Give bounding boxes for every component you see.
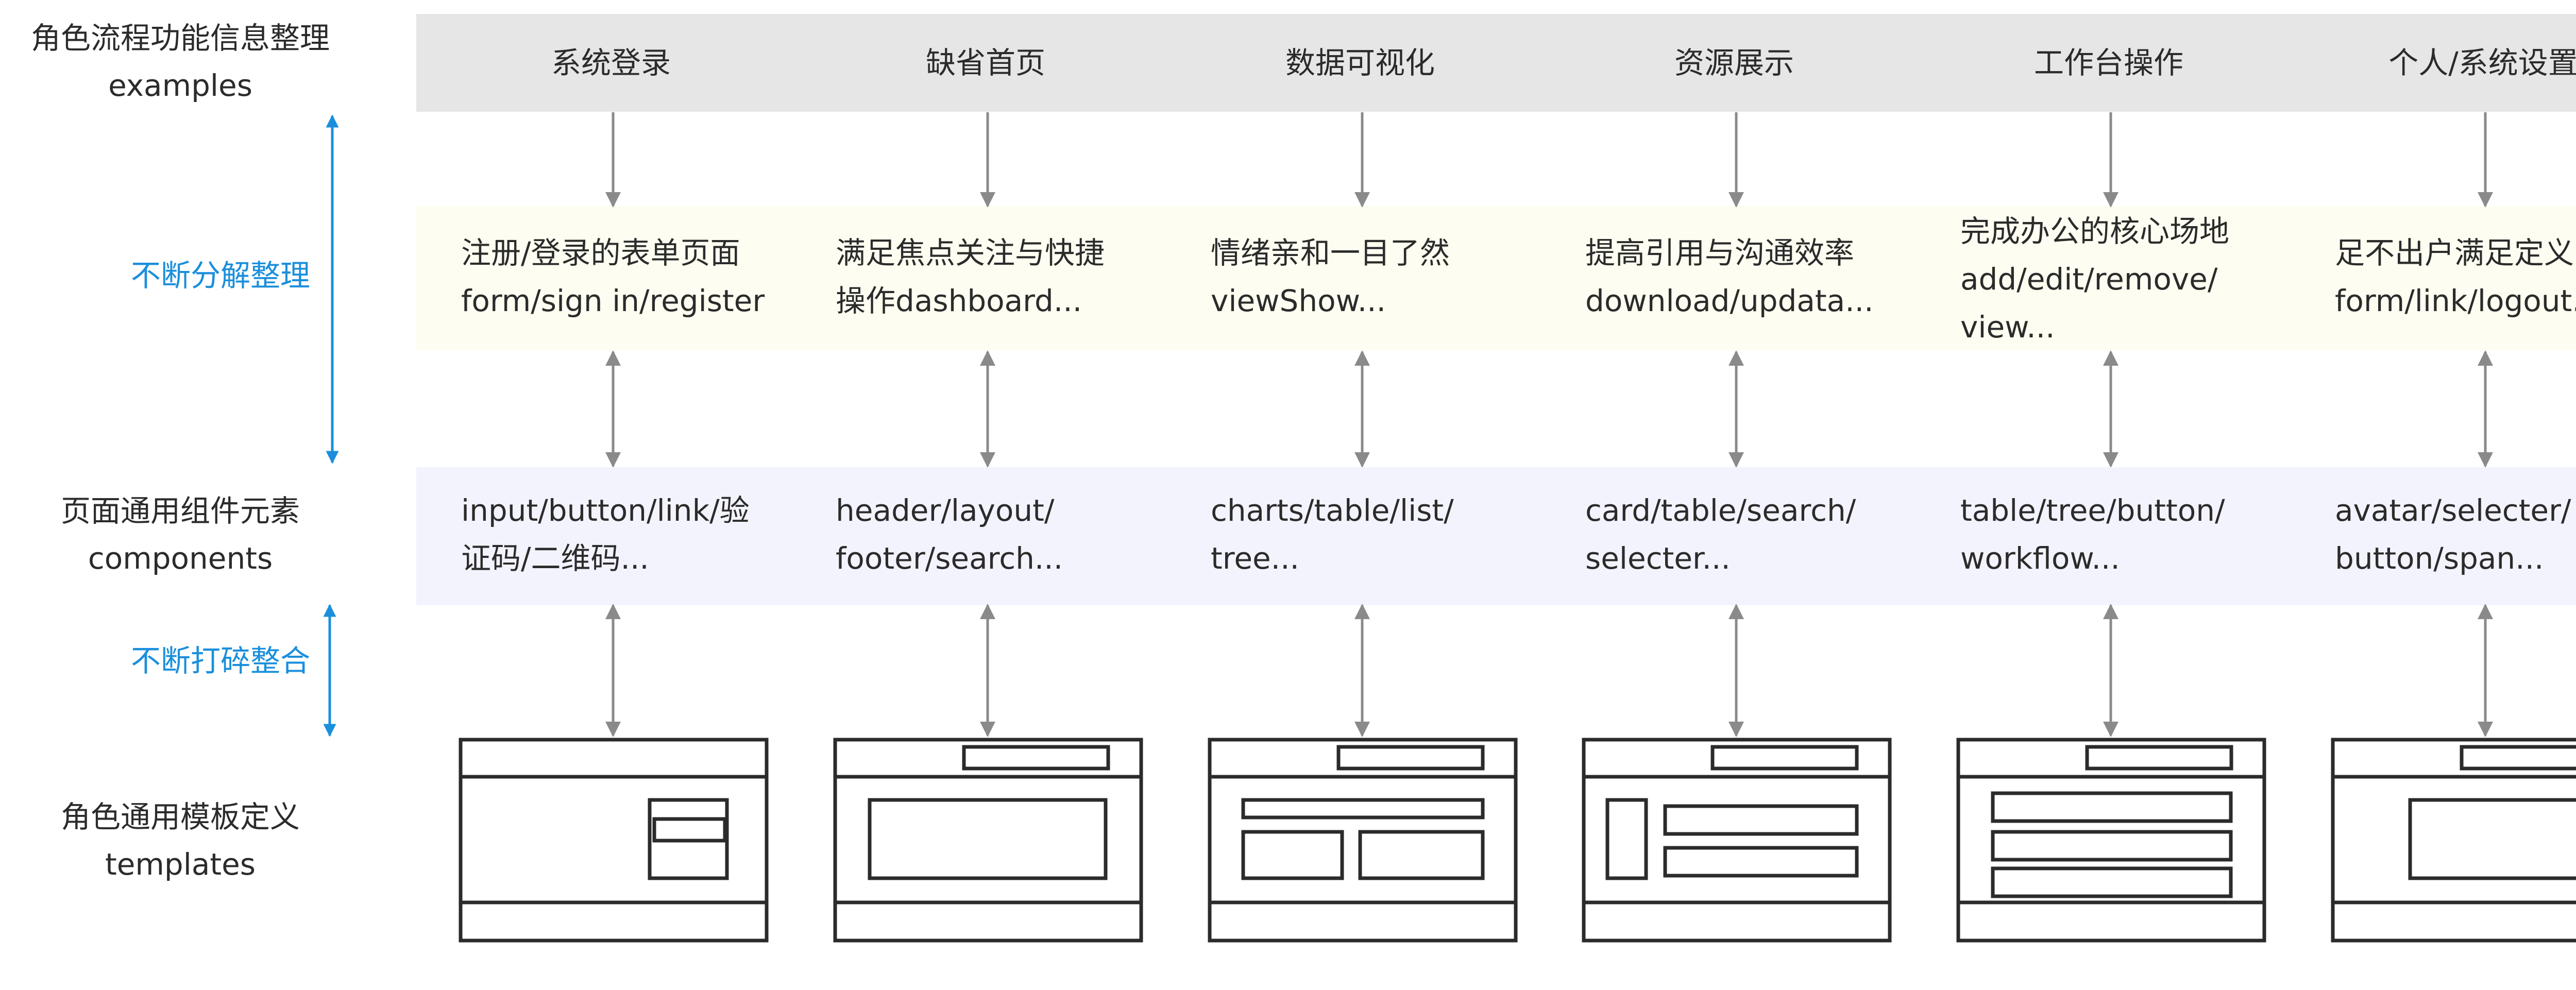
template-dashboard-wireframe	[833, 738, 1143, 943]
row-label-components: 页面通用组件元素 components	[60, 493, 300, 576]
components-text: input/button/link/验 证码/二维码...	[461, 493, 750, 576]
components-text: table/tree/button/ workflow...	[1960, 493, 2225, 576]
purpose-text: 情绪亲和一目了然 viewShow...	[1211, 235, 1450, 318]
components-text: avatar/selecter/ button/span...	[2335, 493, 2571, 576]
row-label-templates: 角色通用模板定义 templates	[60, 799, 300, 882]
column-title: 资源展示	[1674, 45, 1794, 80]
purpose-text: 注册/登录的表单页面 form/sign in/register	[461, 235, 765, 318]
purpose-text: 足不出户满足定义 form/link/logout...	[2335, 235, 2576, 318]
components-text: card/table/search/ selecter...	[1585, 493, 1856, 576]
process-label-integrate: 不断打碎整合	[130, 643, 310, 678]
template-workbench-wireframe	[1956, 738, 2266, 943]
purpose-text: 完成办公的核心场地 add/edit/remove/ view...	[1960, 214, 2230, 345]
components-row-band	[416, 467, 2576, 605]
purpose-text: 提高引用与沟通效率 download/updata...	[1585, 235, 1874, 318]
template-resource-wireframe	[1582, 738, 1892, 943]
process-label-decompose: 不断分解整理	[130, 258, 310, 293]
column-title: 缺省首页	[925, 45, 1045, 80]
template-login-wireframe	[459, 738, 769, 943]
components-text: charts/table/list/ tree...	[1211, 493, 1454, 576]
purpose-text: 满足焦点关注与快捷 操作dashboard...	[836, 235, 1105, 318]
template-settings-wireframe	[2331, 738, 2576, 943]
column-title: 系统登录	[551, 45, 671, 80]
column-title: 个人/系统设置	[2388, 45, 2576, 80]
column-header-band	[416, 14, 2576, 112]
column-title: 数据可视化	[1285, 45, 1435, 80]
template-datavis-wireframe	[1208, 738, 1518, 943]
purpose-row-band	[416, 206, 2576, 350]
components-text: header/layout/ footer/search...	[836, 493, 1063, 576]
column-title: 工作台操作	[2033, 45, 2183, 80]
row-label-examples: 角色流程功能信息整理 examples	[30, 21, 330, 103]
